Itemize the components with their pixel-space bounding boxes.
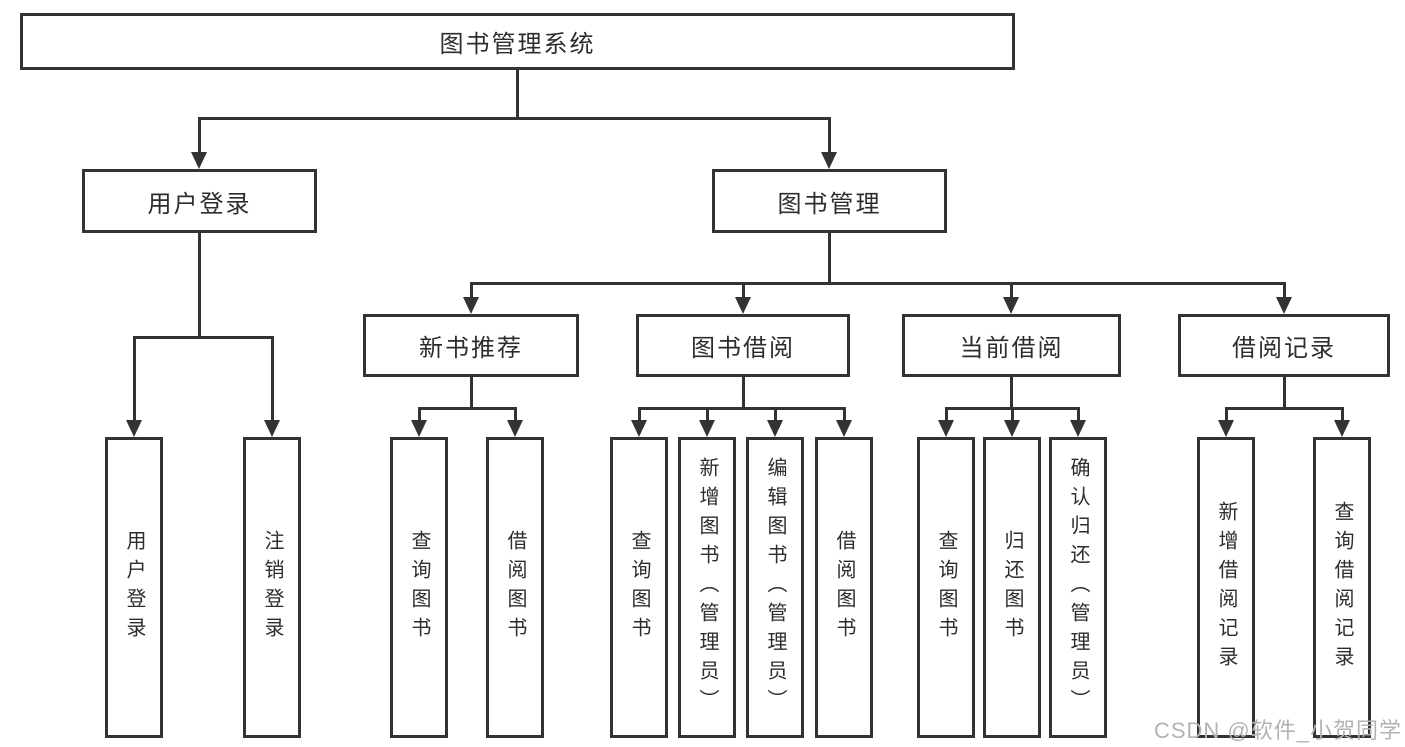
node-label: 借阅记录 xyxy=(1232,335,1336,362)
connector-line xyxy=(197,233,201,337)
node-add-borrow-record: 新增借阅记录 xyxy=(1197,437,1255,738)
node-user-login-leaf: 用户登录 xyxy=(105,437,163,738)
node-borrow-books: 借阅图书 xyxy=(486,437,544,738)
node-label: 查询借阅记录 xyxy=(1331,500,1353,675)
node-label: 借阅图书 xyxy=(833,529,855,646)
connector-line xyxy=(1340,408,1344,420)
node-label: 用户登录 xyxy=(147,190,252,218)
connector-line xyxy=(827,118,831,152)
arrow-down-icon xyxy=(264,420,280,437)
node-user-login: 用户登录 xyxy=(82,169,317,233)
node-book-management: 图书管理 xyxy=(712,169,947,233)
node-label: 图书管理 xyxy=(777,190,882,218)
node-query-books: 查询图书 xyxy=(390,437,448,738)
connector-line xyxy=(1010,408,1014,420)
arrow-down-icon xyxy=(767,420,783,437)
node-label: 借阅图书 xyxy=(504,529,526,646)
arrow-down-icon xyxy=(1334,420,1350,437)
connector-line xyxy=(637,408,641,420)
node-confirm-return-admin: 确认归还（管理员） xyxy=(1049,437,1107,738)
arrow-down-icon xyxy=(1004,420,1020,437)
connector-line xyxy=(197,116,831,120)
connector-line xyxy=(513,408,517,420)
node-library-management-system: 图书管理系统 xyxy=(20,13,1015,70)
arrow-down-icon xyxy=(1003,297,1019,314)
connector-line xyxy=(741,377,745,408)
arrow-down-icon xyxy=(1070,420,1086,437)
node-label: 当前借阅 xyxy=(959,335,1064,362)
connector-line xyxy=(1282,377,1286,408)
connector-line xyxy=(827,233,831,283)
node-label: 新书推荐 xyxy=(419,335,523,362)
connector-line xyxy=(197,118,201,152)
arrow-down-icon xyxy=(699,420,715,437)
node-new-book-recommend: 新书推荐 xyxy=(363,314,579,377)
node-label: 用户登录 xyxy=(123,529,145,646)
connector-line xyxy=(132,337,136,420)
arrow-down-icon xyxy=(411,420,427,437)
node-current-borrow: 当前借阅 xyxy=(902,314,1121,377)
connector-line xyxy=(842,408,846,420)
connector-line xyxy=(270,337,274,420)
node-borrow-books: 借阅图书 xyxy=(815,437,873,738)
csdn-watermark: CSDN @软件_小贺同学 xyxy=(1153,718,1402,743)
node-label: 新增图书（管理员） xyxy=(696,457,718,718)
node-query-borrow-record: 查询借阅记录 xyxy=(1313,437,1371,738)
arrow-down-icon xyxy=(1276,297,1292,314)
node-label: 查询图书 xyxy=(935,529,957,646)
node-query-books: 查询图书 xyxy=(917,437,975,738)
arrow-down-icon xyxy=(938,420,954,437)
connector-line xyxy=(1009,283,1013,297)
connector-line xyxy=(1009,377,1013,408)
connector-line xyxy=(741,283,745,297)
connector-line xyxy=(1224,406,1344,410)
connector-line xyxy=(944,408,948,420)
node-label: 图书借阅 xyxy=(691,335,795,362)
node-logout: 注销登录 xyxy=(243,437,301,738)
node-label: 编辑图书（管理员） xyxy=(764,457,786,718)
node-label: 查询图书 xyxy=(408,529,430,646)
node-label: 新增借阅记录 xyxy=(1215,500,1237,675)
arrow-down-icon xyxy=(507,420,523,437)
connector-line xyxy=(1076,408,1080,420)
connector-line xyxy=(469,281,1286,285)
connector-line xyxy=(773,408,777,420)
arrow-down-icon xyxy=(821,152,837,169)
arrow-down-icon xyxy=(191,152,207,169)
connector-line xyxy=(705,408,709,420)
node-edit-books-admin: 编辑图书（管理员） xyxy=(746,437,804,738)
arrow-down-icon xyxy=(1218,420,1234,437)
node-label: 确认归还（管理员） xyxy=(1067,457,1089,718)
node-return-books: 归还图书 xyxy=(983,437,1041,738)
connector-line xyxy=(1224,408,1228,420)
node-label: 查询图书 xyxy=(628,529,650,646)
node-label: 归还图书 xyxy=(1001,529,1023,646)
arrow-down-icon xyxy=(735,297,751,314)
arrow-down-icon xyxy=(463,297,479,314)
connector-line xyxy=(637,406,846,410)
node-query-books: 查询图书 xyxy=(610,437,668,738)
node-book-borrow: 图书借阅 xyxy=(636,314,850,377)
connector-line xyxy=(417,406,517,410)
arrow-down-icon xyxy=(631,420,647,437)
connector-line xyxy=(132,335,274,339)
connector-line xyxy=(515,70,519,118)
node-label: 注销登录 xyxy=(261,529,283,646)
connector-line xyxy=(417,408,421,420)
arrow-down-icon xyxy=(126,420,142,437)
node-borrow-records: 借阅记录 xyxy=(1178,314,1390,377)
connector-line xyxy=(469,377,473,408)
arrow-down-icon xyxy=(836,420,852,437)
node-add-books-admin: 新增图书（管理员） xyxy=(678,437,736,738)
node-label: 图书管理系统 xyxy=(439,31,596,58)
connector-line xyxy=(469,283,473,297)
connector-line xyxy=(1282,283,1286,297)
